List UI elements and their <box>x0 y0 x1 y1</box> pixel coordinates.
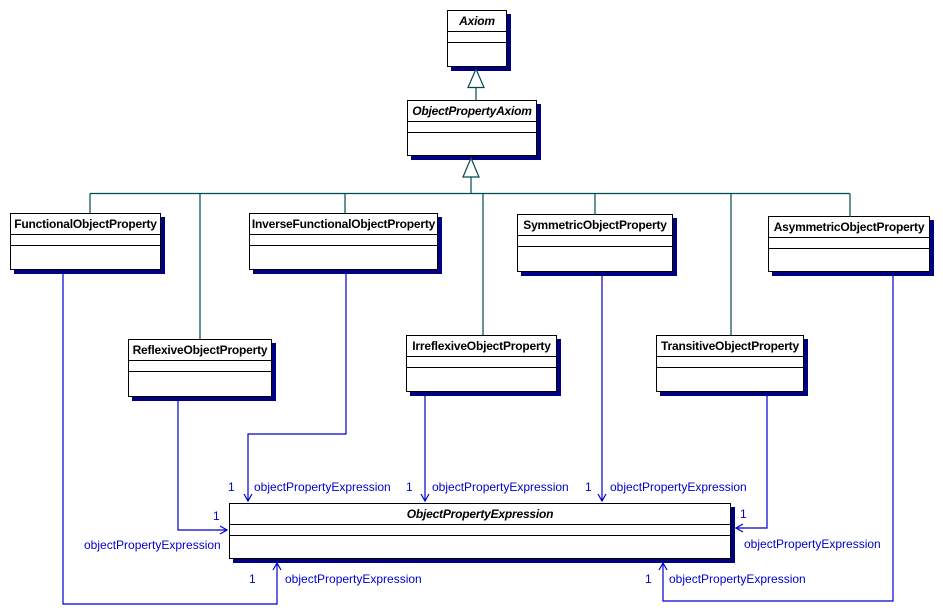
operations-compartment <box>769 249 929 271</box>
attributes-compartment <box>129 361 271 372</box>
operations-compartment <box>657 368 803 391</box>
role-label-functional: objectPropertyExpression <box>285 572 422 586</box>
association-arrowhead <box>734 523 744 533</box>
generalization-triangle-axiom <box>467 67 485 89</box>
association-arrowhead <box>272 561 282 571</box>
attributes-compartment <box>448 32 506 43</box>
class-box-axiom[interactable]: Axiom <box>447 10 507 67</box>
class-name-symmetric-object-property: SymmetricObjectProperty <box>518 215 672 236</box>
attributes-compartment <box>408 122 536 133</box>
class-box-inverse-functional-object-property[interactable]: InverseFunctionalObjectProperty <box>249 213 438 270</box>
role-label-asymmetric: objectPropertyExpression <box>669 572 806 586</box>
multiplicity-label-reflexive: 1 <box>213 509 220 523</box>
multiplicity-label-symmetric: 1 <box>585 480 592 494</box>
role-label-transitive: objectPropertyExpression <box>744 537 881 551</box>
association-arrowhead <box>597 493 607 503</box>
class-name-object-property-expression: ObjectPropertyExpression <box>230 504 730 525</box>
operations-compartment <box>518 247 672 271</box>
class-name-axiom: Axiom <box>448 11 506 32</box>
operations-compartment <box>448 43 506 66</box>
class-box-transitive-object-property[interactable]: TransitiveObjectProperty <box>656 335 804 392</box>
class-box-symmetric-object-property[interactable]: SymmetricObjectProperty <box>517 214 673 272</box>
operations-compartment <box>230 536 730 558</box>
role-label-irreflexive: objectPropertyExpression <box>432 480 569 494</box>
role-label-reflexive: objectPropertyExpression <box>84 538 221 552</box>
attributes-compartment <box>11 235 160 246</box>
class-name-functional-object-property: FunctionalObjectProperty <box>11 214 160 235</box>
multiplicity-label-asymmetric: 1 <box>645 572 652 586</box>
attributes-compartment <box>250 235 437 246</box>
attributes-compartment <box>657 357 803 368</box>
class-box-irreflexive-object-property[interactable]: IrreflexiveObjectProperty <box>406 335 557 392</box>
multiplicity-label-transitive: 1 <box>740 507 747 521</box>
generalization-triangle-object-property-axiom <box>462 156 480 178</box>
role-label-inverse-functional: objectPropertyExpression <box>254 480 391 494</box>
class-name-reflexive-object-property: ReflexiveObjectProperty <box>129 340 271 361</box>
class-name-inverse-functional-object-property: InverseFunctionalObjectProperty <box>250 214 437 235</box>
class-name-irreflexive-object-property: IrreflexiveObjectProperty <box>407 336 556 357</box>
operations-compartment <box>250 246 437 269</box>
association-arrowhead <box>420 493 430 503</box>
attributes-compartment <box>407 357 556 368</box>
class-box-functional-object-property[interactable]: FunctionalObjectProperty <box>10 213 161 270</box>
attributes-compartment <box>769 238 929 249</box>
operations-compartment <box>11 246 160 269</box>
attributes-compartment <box>230 525 730 536</box>
class-box-object-property-expression[interactable]: ObjectPropertyExpression <box>229 503 731 559</box>
multiplicity-label-irreflexive: 1 <box>406 480 413 494</box>
association-arrowhead <box>219 525 229 535</box>
operations-compartment <box>129 372 271 396</box>
operations-compartment <box>408 133 536 155</box>
attributes-compartment <box>518 236 672 247</box>
class-box-asymmetric-object-property[interactable]: AsymmetricObjectProperty <box>768 216 930 272</box>
class-box-reflexive-object-property[interactable]: ReflexiveObjectProperty <box>128 339 272 397</box>
role-label-symmetric: objectPropertyExpression <box>610 480 747 494</box>
operations-compartment <box>407 368 556 391</box>
class-name-object-property-axiom: ObjectPropertyAxiom <box>408 101 536 122</box>
class-box-object-property-axiom[interactable]: ObjectPropertyAxiom <box>407 100 537 156</box>
multiplicity-label-inverse-functional: 1 <box>228 480 235 494</box>
class-name-asymmetric-object-property: AsymmetricObjectProperty <box>769 217 929 238</box>
multiplicity-label-functional: 1 <box>249 572 256 586</box>
association-arrowhead <box>658 561 668 571</box>
association-arrowhead <box>243 493 253 503</box>
class-name-transitive-object-property: TransitiveObjectProperty <box>657 336 803 357</box>
